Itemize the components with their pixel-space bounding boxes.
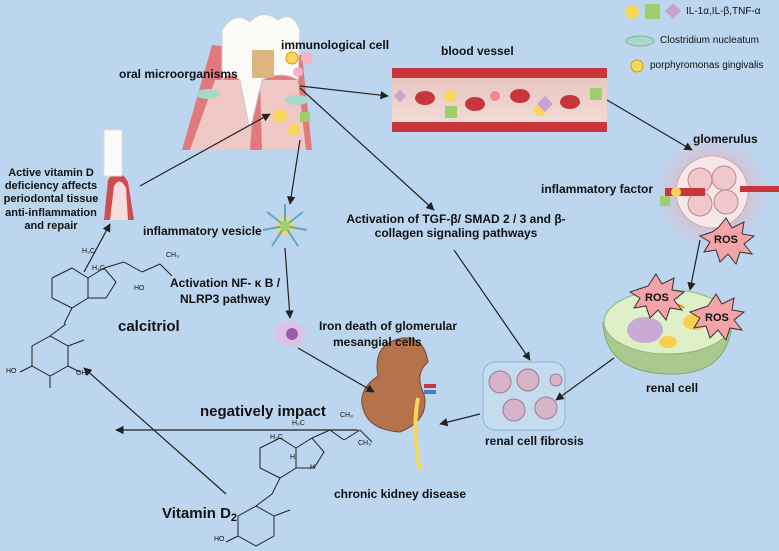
label-nfkb-pathway-line1: Activation NF- κ B / [170, 276, 281, 290]
tooth-periodontal-illustration [182, 14, 312, 150]
chem-calcitriol-oh: OH [76, 370, 87, 377]
chem-calcitriol-h3c-2: H₃C [92, 265, 105, 272]
label-oral-microorganisms: oral microorganisms [119, 67, 238, 81]
label-vitamin-d2-sub: 2 [230, 512, 238, 524]
label-blood-vessel: blood vessel [441, 44, 514, 58]
label-calcitriol: calcitriol [118, 318, 180, 335]
chem-calcitriol-ho-2: HO [6, 368, 17, 375]
label-vitamin-d2: Vitamin D2 [162, 505, 237, 525]
label-inflammatory-factor: inflammatory factor [541, 182, 654, 196]
legend-cytokines: IL-1α,IL-β,TNF-α [686, 6, 761, 17]
kidney-illustration [361, 337, 436, 471]
legend-icons [625, 3, 681, 73]
label-tgf-pathway: Activation of TGF-β/ SMAD 2 / 3 and β-co… [346, 212, 566, 241]
label-renal-cell: renal cell [646, 381, 699, 395]
label-negatively-impact: negatively impact [200, 403, 326, 420]
chem-d2-ch3: CH₃ [340, 412, 353, 419]
ros-badge-1: ROS [714, 234, 738, 246]
legend-clostridium: Clostridium nucleatum [660, 35, 759, 46]
renal-fibrosis-illustration [482, 361, 566, 431]
label-vitamin-d2-main: Vitamin D [162, 505, 231, 522]
mesangial-cell-illustration [274, 321, 306, 347]
chem-d2-ho: HO [214, 536, 225, 543]
chem-calcitriol-ho: HO [134, 285, 145, 292]
inflammatory-vesicle-illustration [262, 204, 308, 247]
chem-d2-h: H [290, 454, 296, 461]
label-chronic-kidney-disease: chronic kidney disease [334, 487, 467, 501]
label-vitamin-d-deficiency: Active vitamin D deficiency affects peri… [3, 167, 99, 232]
blood-vessel-illustration [392, 68, 607, 132]
chem-calcitriol-h3c: H₃C [82, 248, 95, 255]
chem-calcitriol-ch3: CH₃ [166, 252, 179, 259]
chem-d2-h3c-2: H₃C [270, 434, 283, 441]
chem-d2-ch3-b: CH₃ [358, 440, 371, 447]
label-immunological-cell: immunological cell [281, 38, 390, 52]
ros-badges [628, 217, 756, 342]
legend-porphyromonas: porphyromonas gingivalis [650, 60, 764, 71]
label-renal-cell-fibrosis: renal cell fibrosis [485, 434, 584, 448]
ros-badge-3: ROS [705, 312, 729, 324]
flow-arrows [83, 85, 701, 495]
label-iron-death-line2: mesangial cells [333, 335, 422, 349]
vitamin-d2-structure [225, 429, 373, 547]
label-inflammatory-vesicle: inflammatory vesicle [143, 224, 262, 238]
immune-cells-illustration [285, 51, 313, 77]
label-glomerulus: glomerulus [693, 132, 758, 146]
chem-d2-h-2: H [310, 464, 316, 471]
label-nfkb-pathway-line2: NLRP3 pathway [180, 292, 271, 306]
label-iron-death-line1: Iron death of glomerular [319, 319, 458, 333]
gum-illustration [103, 129, 134, 220]
glomerulus-illustration [654, 134, 779, 250]
calcitriol-structure [19, 261, 173, 388]
ros-badge-2: ROS [645, 292, 669, 304]
chem-d2-h3c: H₃C [292, 420, 305, 427]
